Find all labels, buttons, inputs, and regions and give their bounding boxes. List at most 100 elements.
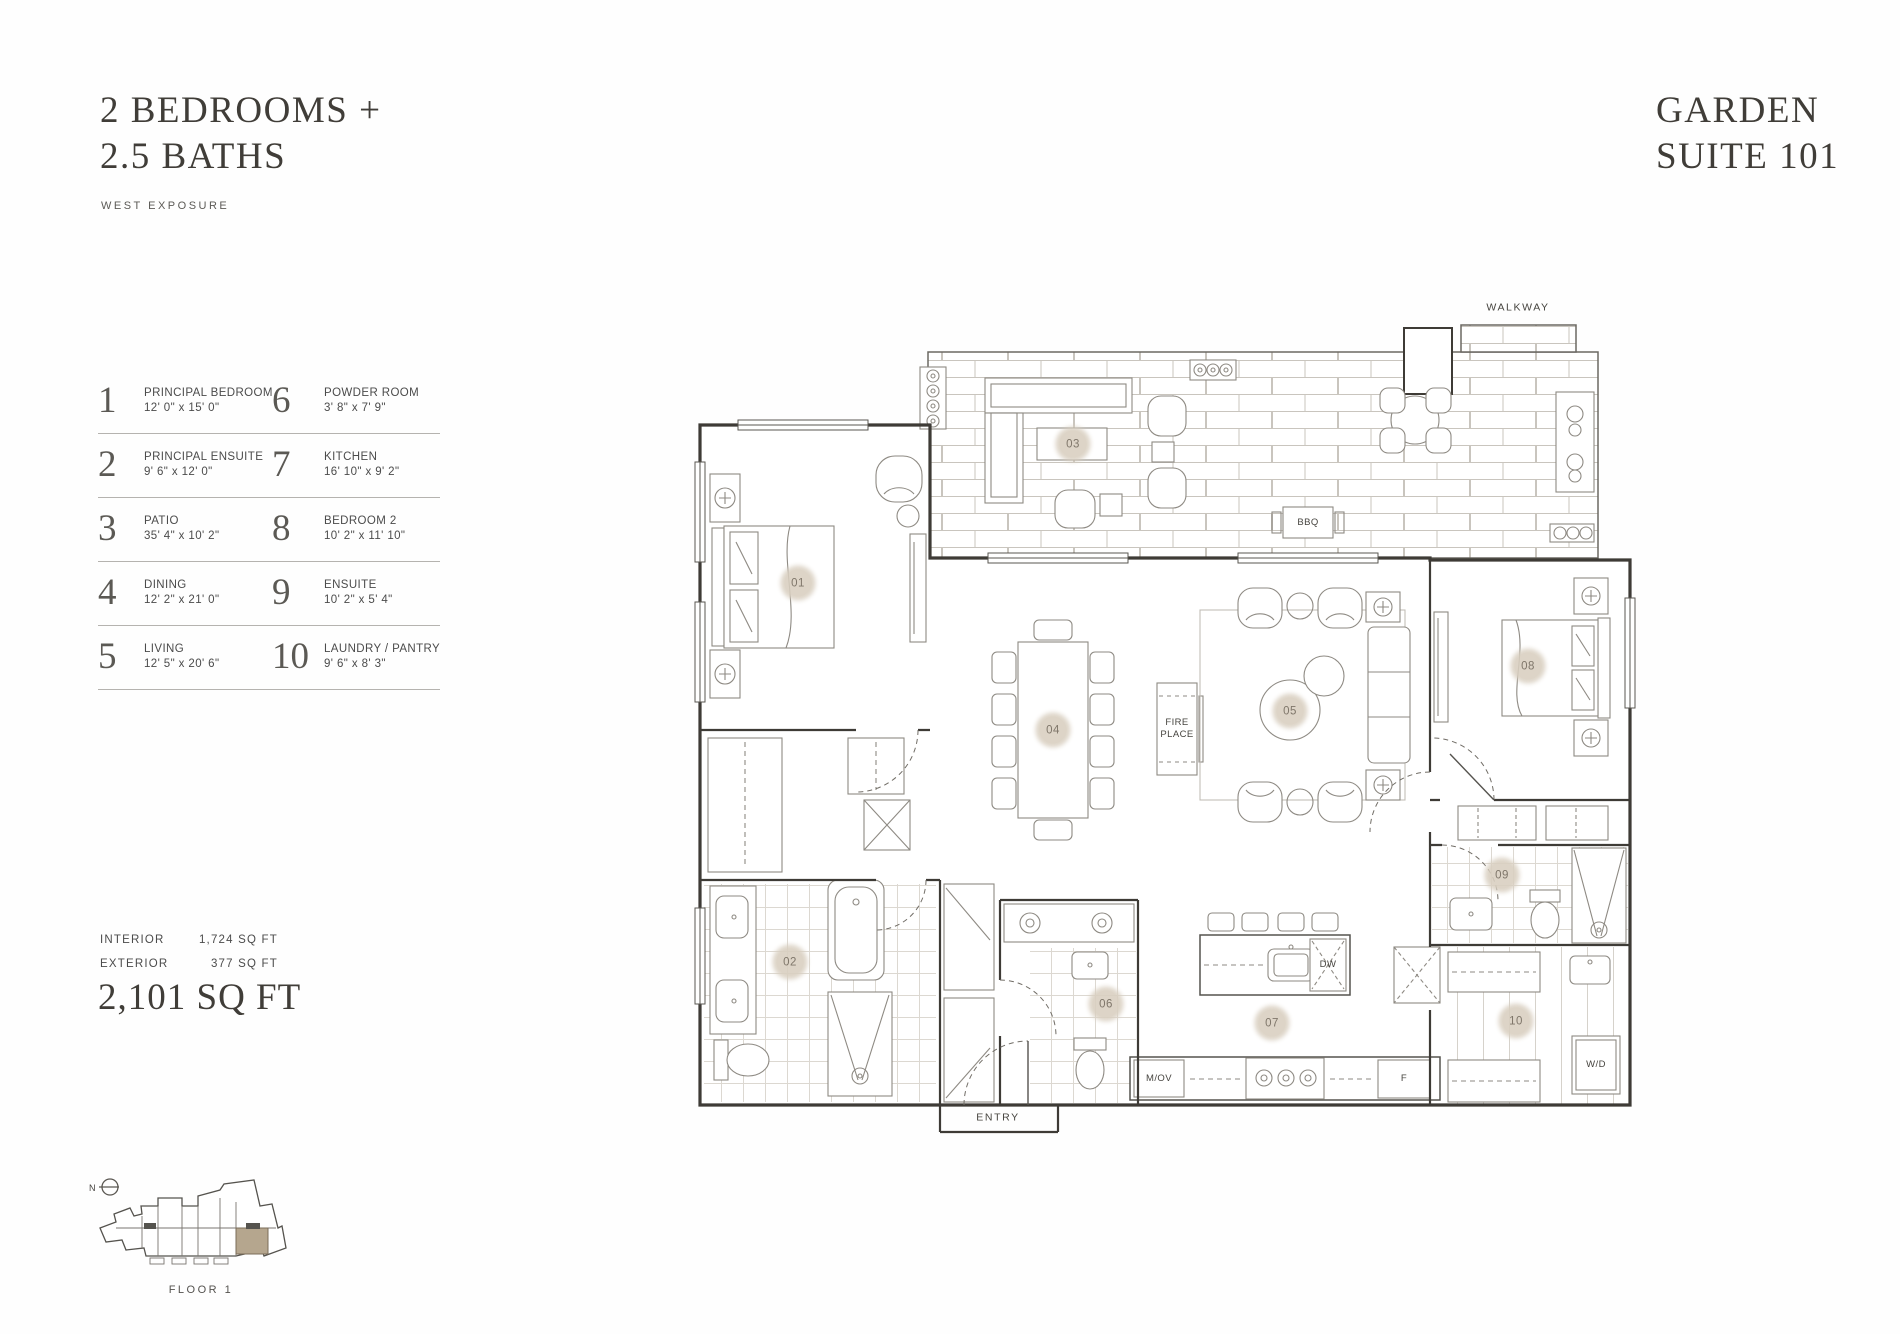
legend-number: 7 [272,443,291,485]
walk-in-closet [707,737,911,873]
furniture-layer [707,359,1627,1103]
plan-label-fridge: F [1400,1073,1408,1085]
exterior-column [1403,327,1453,395]
toilet [726,1043,770,1077]
shower [827,991,893,1097]
interior-walls [700,560,1630,1134]
toilet [1530,901,1560,939]
washer-dryer-box [1571,1035,1621,1095]
kitchen-fixtures [1129,912,1441,1101]
room-marker-06: 06 [1092,990,1120,1018]
suite-line1: GARDEN [1656,90,1820,131]
legend-row: 3 PATIO 35' 4" x 10' 2" 8 BEDROOM 2 10' … [98,498,440,562]
legend-number: 5 [98,635,117,677]
bar-counter [1003,903,1135,943]
exterior-area-row: EXTERIOR 377 SQ FT [100,958,278,970]
key-plan-entry-mark [144,1223,156,1229]
legend-number: 9 [272,571,291,613]
shaft-box [1393,946,1441,1004]
suite-line2: SUITE 101 [1656,136,1840,178]
powder-room-fixtures [1003,903,1135,1090]
patio-sofa [1555,391,1595,493]
legend-row: 5 LIVING 12' 5" x 20' 6" 10 LAUNDRY / PA… [98,626,440,690]
sofa [1367,626,1411,764]
legend-row: 2 PRINCIPAL ENSUITE 9' 6" x 12' 0" 7 KIT… [98,434,440,498]
plan-label-microwave-oven: M/OV [1146,1073,1172,1085]
toilet-tank [1529,889,1561,903]
legend-number: 10 [272,635,309,677]
room-marker-02: 02 [776,948,804,976]
legend-item: KITCHEN 16' 10" x 9' 2" [324,450,400,478]
legend-item: DINING 12' 2" x 21' 0" [144,578,220,606]
room-marker-07: 07 [1258,1009,1286,1037]
legend-number: 6 [272,379,291,421]
principal-ensuite-fixtures [709,879,893,1097]
planter-boxes [919,359,1595,543]
floor-label: FLOOR 1 [168,1284,234,1296]
shower [1571,847,1627,944]
legend-item: PRINCIPAL ENSUITE 9' 6" x 12' 0" [144,450,264,478]
ensuite2-fixtures [1449,847,1627,944]
title-line1: 2 BEDROOMS + [100,90,382,131]
wardrobe [1433,611,1449,723]
armchair [875,455,923,503]
bbq-grill [1282,506,1334,539]
interior-area-row: INTERIOR 1,724 SQ FT [100,934,278,946]
north-label: N [89,1183,96,1193]
plan-label-washer-dryer: W/D [1586,1059,1606,1071]
title-line2: 2.5 BATHS [100,136,287,178]
page-title: 2 BEDROOMS + 2.5 BATHS [100,88,381,181]
windows-layer [694,419,1636,1005]
walls-layer [698,423,1632,1134]
exposure-label: WEST EXPOSURE [101,200,230,212]
room-marker-04: 04 [1039,716,1067,744]
legend-item: ENSUITE 10' 2" x 5' 4" [324,578,393,606]
floor-plan-drawing [694,324,1636,1134]
suite-title: GARDEN SUITE 101 [1656,88,1839,181]
key-plan-entry-mark [246,1223,260,1229]
legend-item: PRINCIPAL BEDROOM 12' 0" x 15' 0" [144,386,273,414]
plan-label-entry: ENTRY [976,1111,1020,1124]
legend-number: 1 [98,379,117,421]
key-plan-drawing: N [89,1178,287,1265]
legend-item: POWDER ROOM 3' 8" x 7' 9" [324,386,420,414]
room-marker-01: 01 [784,569,812,597]
toilet-tank [1073,1037,1107,1051]
plan-label-dishwasher: DW [1319,959,1337,971]
toilet-tank [713,1039,729,1081]
room-marker-05: 05 [1276,697,1304,725]
room-marker-10: 10 [1502,1007,1530,1035]
legend-number: 4 [98,571,117,613]
area-summary: INTERIOR 1,724 SQ FT EXTERIOR 377 SQ FT [100,928,278,976]
legend-row: 1 PRINCIPAL BEDROOM 12' 0" x 15' 0" 6 PO… [98,370,440,434]
building-key-plan: N [86,1176,316,1289]
bed-headboard [711,527,725,647]
living-furniture [1199,587,1411,823]
laundry-sink [1569,955,1611,985]
toilet [1075,1050,1105,1090]
laundry-fixtures [1393,946,1621,1103]
door-swings [855,729,1499,1106]
plan-label-bbq: BBQ [1297,517,1319,529]
legend-item: LIVING 12' 5" x 20' 6" [144,642,220,670]
bed-headboard [1597,617,1611,719]
legend-number: 3 [98,507,117,549]
room-legend: 1 PRINCIPAL BEDROOM 12' 0" x 15' 0" 6 PO… [98,370,440,690]
legend-number: 2 [98,443,117,485]
plan-label-walkway: WALKWAY [1486,301,1550,314]
room-marker-09: 09 [1488,861,1516,889]
highlighted-unit [235,1227,269,1255]
room-marker-08: 08 [1514,652,1542,680]
patio-furniture [984,377,1595,539]
cooktop [1245,1057,1325,1100]
principal-bedroom-furniture [709,455,927,699]
total-area: 2,101 SQ FT [98,977,302,1018]
plan-label-fireplace: FIRE PLACE [1160,717,1194,740]
legend-number: 8 [272,507,291,549]
dresser [909,533,927,643]
legend-item: LAUNDRY / PANTRY 9' 6" x 8' 3" [324,642,441,670]
legend-item: PATIO 35' 4" x 10' 2" [144,514,220,542]
patio-surface [927,324,1599,559]
